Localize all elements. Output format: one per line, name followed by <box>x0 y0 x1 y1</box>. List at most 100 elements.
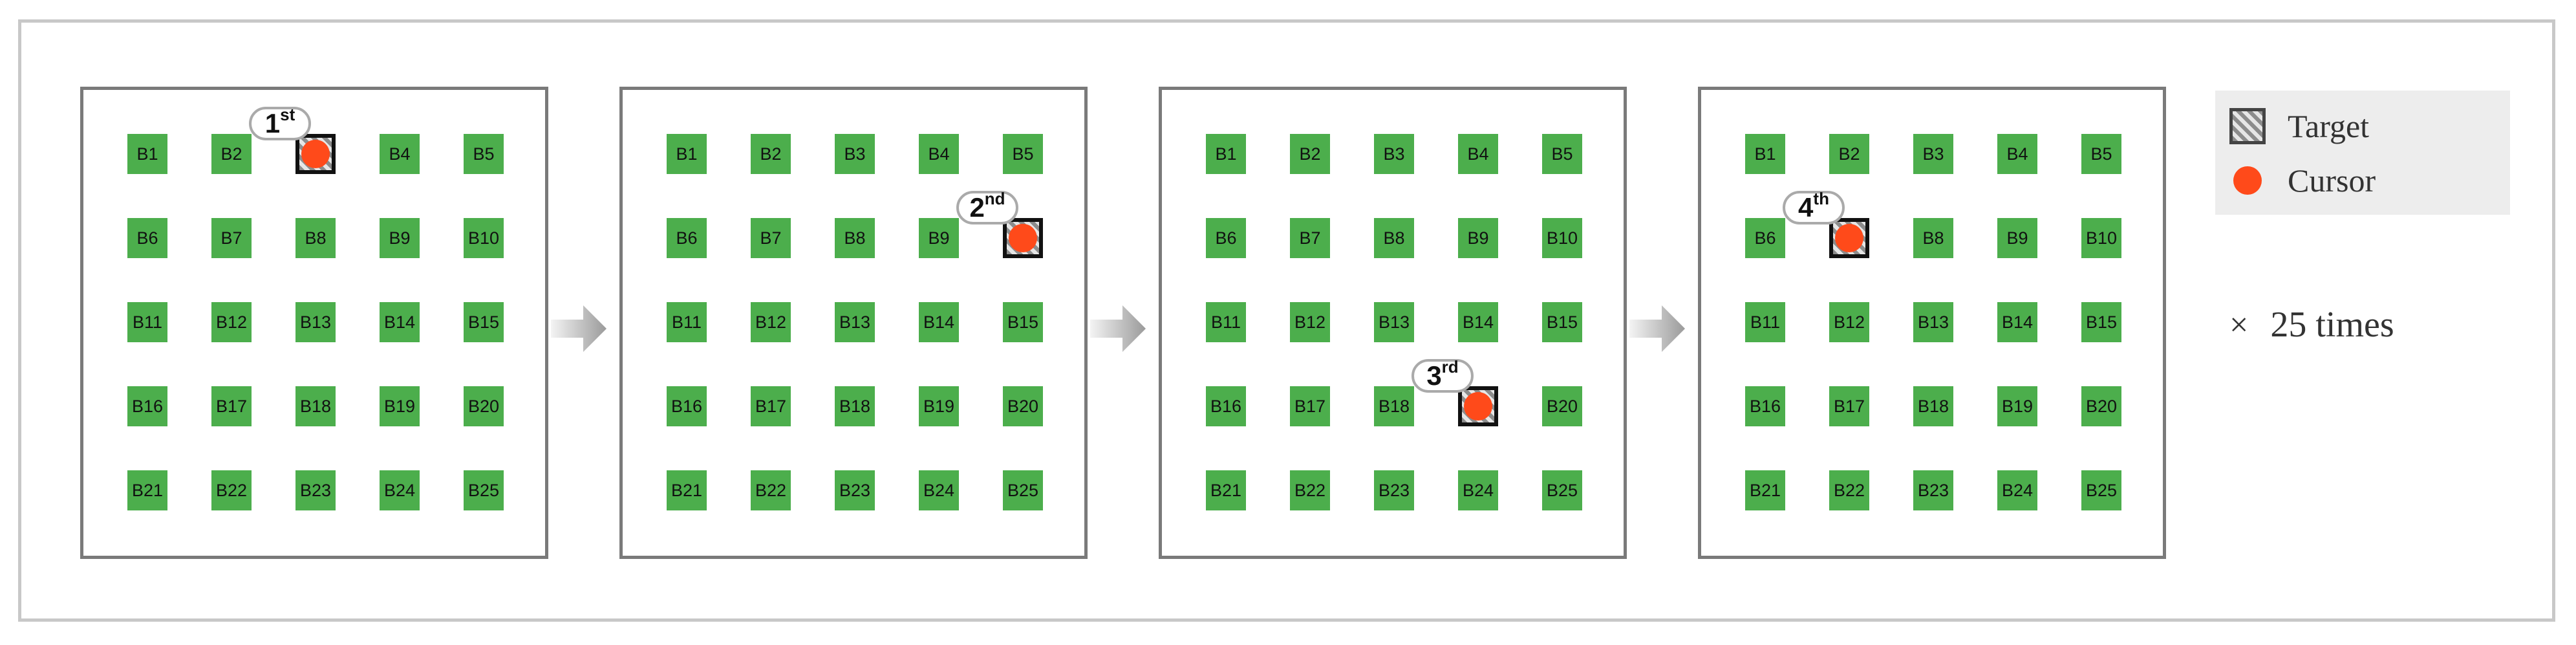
grid-button-b7[interactable]: B7 <box>211 218 252 258</box>
grid-button-b18[interactable]: B18 <box>1374 386 1414 426</box>
grid-button-b2[interactable]: B2 <box>1829 134 1869 174</box>
grid-button-b23[interactable]: B23 <box>1913 470 1953 510</box>
grid-button-b17[interactable]: B17 <box>1829 386 1869 426</box>
grid-button-b10[interactable]: B10 <box>1542 218 1582 258</box>
grid-button-b7[interactable]: B7 <box>751 218 791 258</box>
grid-button-b16[interactable]: B16 <box>667 386 707 426</box>
grid-button-b13[interactable]: B13 <box>835 302 875 342</box>
grid-button-b14[interactable]: B14 <box>919 302 959 342</box>
grid-button-b22[interactable]: B22 <box>1290 470 1330 510</box>
grid-button-b11[interactable]: B11 <box>1745 302 1785 342</box>
grid-button-b2[interactable]: B2 <box>1290 134 1330 174</box>
grid-button-b12[interactable]: B12 <box>751 302 791 342</box>
grid-button-b17[interactable]: B17 <box>211 386 252 426</box>
grid-button-b14[interactable]: B14 <box>1997 302 2037 342</box>
grid-button-b1[interactable]: B1 <box>127 134 167 174</box>
grid-button-b6[interactable]: B6 <box>1745 218 1785 258</box>
grid-button-b9[interactable]: B9 <box>380 218 420 258</box>
grid-button-b14[interactable]: B14 <box>1458 302 1498 342</box>
grid-button-b20[interactable]: B20 <box>1542 386 1582 426</box>
grid-button-b20[interactable]: B20 <box>1003 386 1043 426</box>
grid-button-b1[interactable]: B1 <box>1745 134 1785 174</box>
grid-button-b4[interactable]: B4 <box>919 134 959 174</box>
grid-button-b25[interactable]: B25 <box>2081 470 2121 510</box>
grid-button-b6[interactable]: B6 <box>667 218 707 258</box>
order-suffix: st <box>280 105 295 124</box>
grid-button-b14[interactable]: B14 <box>380 302 420 342</box>
grid-button-b7[interactable]: B7 <box>1290 218 1330 258</box>
grid-button-b8[interactable]: B8 <box>1913 218 1953 258</box>
grid-button-b15[interactable]: B15 <box>1003 302 1043 342</box>
grid-button-b13[interactable]: B13 <box>1913 302 1953 342</box>
grid-button-b8[interactable]: B8 <box>295 218 336 258</box>
grid-button-b3[interactable]: B3 <box>835 134 875 174</box>
grid-button-b21[interactable]: B21 <box>1745 470 1785 510</box>
grid-button-b11[interactable]: B11 <box>127 302 167 342</box>
grid-button-b25[interactable]: B25 <box>1542 470 1582 510</box>
grid-button-b4[interactable]: B4 <box>380 134 420 174</box>
grid-button-b24[interactable]: B24 <box>380 470 420 510</box>
grid-button-b9[interactable]: B9 <box>1997 218 2037 258</box>
grid-button-b6[interactable]: B6 <box>127 218 167 258</box>
grid-button-b17[interactable]: B17 <box>751 386 791 426</box>
grid-button-b22[interactable]: B22 <box>751 470 791 510</box>
grid-button-b21[interactable]: B21 <box>127 470 167 510</box>
grid-button-b23[interactable]: B23 <box>295 470 336 510</box>
grid-button-b16[interactable]: B16 <box>1206 386 1246 426</box>
grid-button-b9[interactable]: B9 <box>1458 218 1498 258</box>
grid-button-b17[interactable]: B17 <box>1290 386 1330 426</box>
grid-button-b24[interactable]: B24 <box>1458 470 1498 510</box>
grid-button-b10[interactable]: B10 <box>464 218 504 258</box>
grid-button-b21[interactable]: B21 <box>667 470 707 510</box>
grid-button-b5[interactable]: B5 <box>1003 134 1043 174</box>
grid-button-b22[interactable]: B22 <box>1829 470 1869 510</box>
grid-button-b12[interactable]: B12 <box>1829 302 1869 342</box>
grid-button-b11[interactable]: B11 <box>1206 302 1246 342</box>
grid-button-b19[interactable]: B19 <box>919 386 959 426</box>
trial-panel-2: B1B2B3B4B5B6B7B8B9B102ndB11B12B13B14B15B… <box>619 87 1088 559</box>
grid-button-b15[interactable]: B15 <box>1542 302 1582 342</box>
grid-button-b3[interactable]: B3 <box>1374 134 1414 174</box>
grid-button-b11[interactable]: B11 <box>667 302 707 342</box>
grid-button-b4[interactable]: B4 <box>1458 134 1498 174</box>
grid-button-b5[interactable]: B5 <box>2081 134 2121 174</box>
grid-button-b19[interactable]: B19 <box>1997 386 2037 426</box>
grid-button-b25[interactable]: B25 <box>1003 470 1043 510</box>
grid-button-b6[interactable]: B6 <box>1206 218 1246 258</box>
grid-button-b4[interactable]: B4 <box>1997 134 2037 174</box>
grid-button-b8[interactable]: B8 <box>835 218 875 258</box>
grid-button-b10[interactable]: B10 <box>2081 218 2121 258</box>
grid-button-b23[interactable]: B23 <box>1374 470 1414 510</box>
grid-button-b20[interactable]: B20 <box>2081 386 2121 426</box>
sequence-arrow-icon <box>551 305 606 352</box>
grid-button-b3[interactable]: B3 <box>1913 134 1953 174</box>
grid-button-b1[interactable]: B1 <box>1206 134 1246 174</box>
grid-button-b15[interactable]: B15 <box>464 302 504 342</box>
grid-button-b9[interactable]: B9 <box>919 218 959 258</box>
grid-button-b5[interactable]: B5 <box>1542 134 1582 174</box>
grid-button-b12[interactable]: B12 <box>1290 302 1330 342</box>
grid-button-b13[interactable]: B13 <box>295 302 336 342</box>
grid-button-b21[interactable]: B21 <box>1206 470 1246 510</box>
grid-button-b12[interactable]: B12 <box>211 302 252 342</box>
grid-button-b24[interactable]: B24 <box>1997 470 2037 510</box>
grid-button-b18[interactable]: B18 <box>1913 386 1953 426</box>
grid-button-b8[interactable]: B8 <box>1374 218 1414 258</box>
grid-button-b25[interactable]: B25 <box>464 470 504 510</box>
grid-button-b23[interactable]: B23 <box>835 470 875 510</box>
grid-button-b5[interactable]: B5 <box>464 134 504 174</box>
grid-button-b16[interactable]: B16 <box>1745 386 1785 426</box>
grid-button-b1[interactable]: B1 <box>667 134 707 174</box>
grid-button-b18[interactable]: B18 <box>835 386 875 426</box>
grid-button-b19[interactable]: B19 <box>380 386 420 426</box>
grid-button-b20[interactable]: B20 <box>464 386 504 426</box>
grid-button-b2[interactable]: B2 <box>751 134 791 174</box>
grid-button-b22[interactable]: B22 <box>211 470 252 510</box>
grid-button-b2[interactable]: B2 <box>211 134 252 174</box>
grid-button-b18[interactable]: B18 <box>295 386 336 426</box>
grid-button-b16[interactable]: B16 <box>127 386 167 426</box>
grid-button-b13[interactable]: B13 <box>1374 302 1414 342</box>
grid-button-b24[interactable]: B24 <box>919 470 959 510</box>
grid-button-b15[interactable]: B15 <box>2081 302 2121 342</box>
